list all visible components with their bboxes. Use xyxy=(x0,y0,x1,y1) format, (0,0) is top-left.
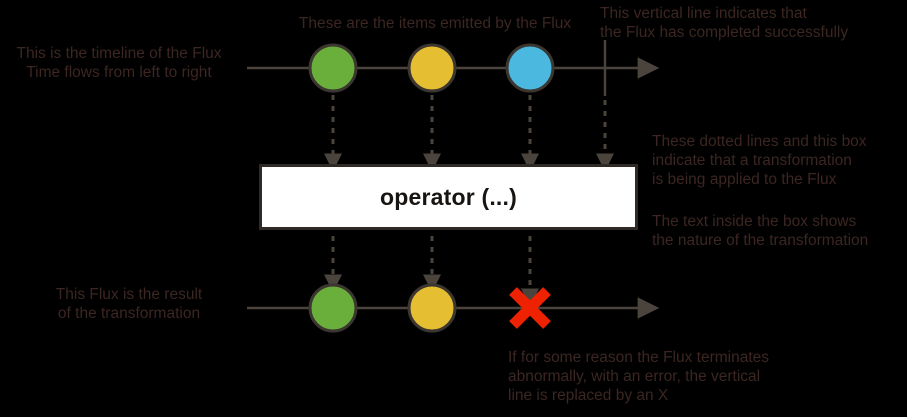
annotation-items: These are the items emitted by the Flux xyxy=(298,15,572,32)
operator-box-label: operator (...) xyxy=(380,183,517,210)
connectors-out-of-operator xyxy=(324,236,539,307)
operator-box[interactable]: operator (...) xyxy=(259,164,638,230)
annotation-error: If for some reason the Flux terminates a… xyxy=(508,349,770,404)
annotation-timeline: This is the timeline of the Flux Time fl… xyxy=(16,45,222,81)
connectors-into-operator xyxy=(324,95,614,172)
source-flux-timeline xyxy=(247,40,660,96)
marble-yellow-result[interactable] xyxy=(407,283,457,333)
annotation-box-text: The text inside the box shows the nature… xyxy=(652,213,869,249)
marble-green-source[interactable] xyxy=(308,43,358,93)
marble-green-result[interactable] xyxy=(308,283,358,333)
annotation-dotted-lines: These dotted lines and this box indicate… xyxy=(652,133,867,188)
error-x-icon[interactable] xyxy=(509,287,551,329)
annotation-result: This Flux is the result of the transform… xyxy=(55,286,203,322)
annotation-completion: This vertical line indicates that the Fl… xyxy=(600,5,849,41)
result-flux-timeline xyxy=(247,283,660,333)
marble-blue-source[interactable] xyxy=(505,43,555,93)
marble-yellow-source[interactable] xyxy=(407,43,457,93)
